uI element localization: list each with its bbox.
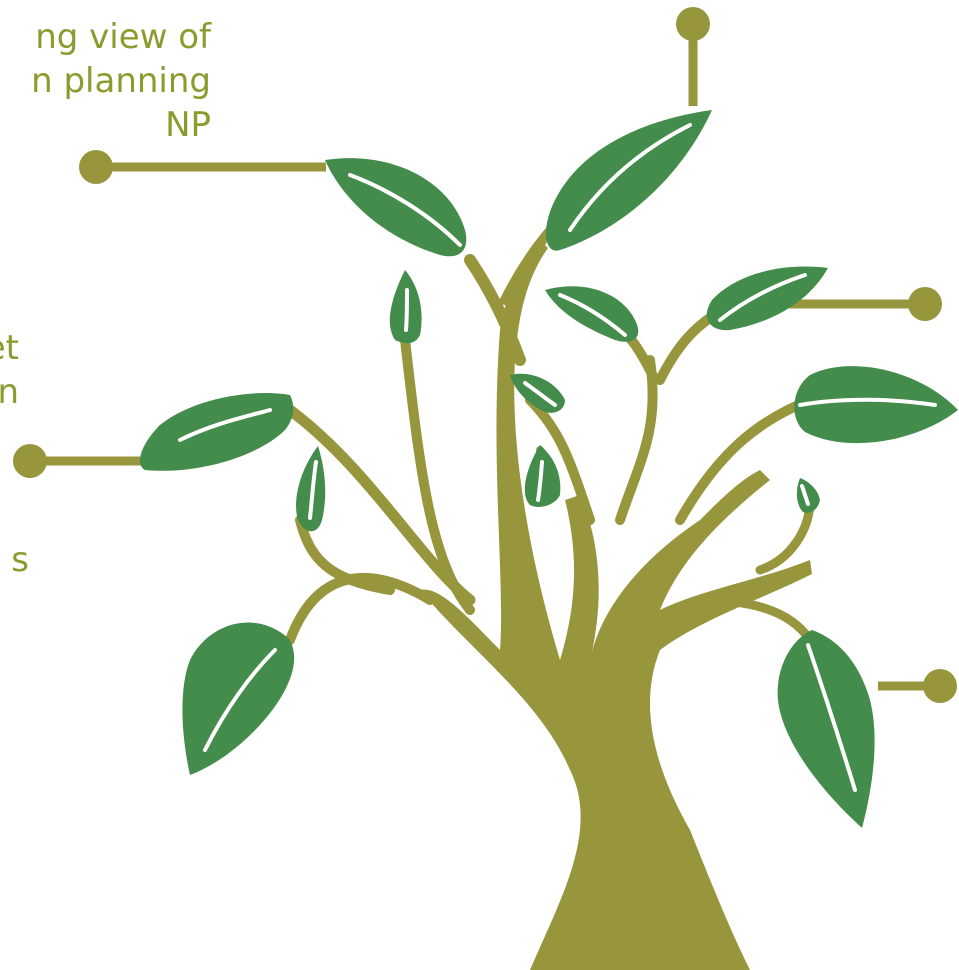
leaf	[325, 158, 467, 257]
leaf	[796, 478, 820, 513]
connectors	[13, 7, 957, 703]
connector-left-top	[79, 150, 326, 184]
leaf	[296, 446, 326, 532]
leaf	[777, 630, 875, 828]
callout-text-mid-left: et n	[0, 328, 19, 412]
leaf	[794, 366, 958, 444]
callout-text-top-left: ng view of n planning NP	[31, 17, 211, 145]
connector-right-bottom	[878, 669, 957, 703]
tree-trunk	[284, 215, 815, 970]
leaf	[706, 266, 828, 331]
leaf	[545, 110, 712, 251]
leaf-veins	[178, 123, 937, 792]
leaf	[140, 393, 294, 471]
leaf	[182, 622, 295, 775]
connector-left-mid	[13, 444, 144, 478]
connector-top	[676, 7, 710, 106]
connector-right-top	[785, 287, 942, 321]
callout-text-lower-left: s	[11, 540, 29, 580]
